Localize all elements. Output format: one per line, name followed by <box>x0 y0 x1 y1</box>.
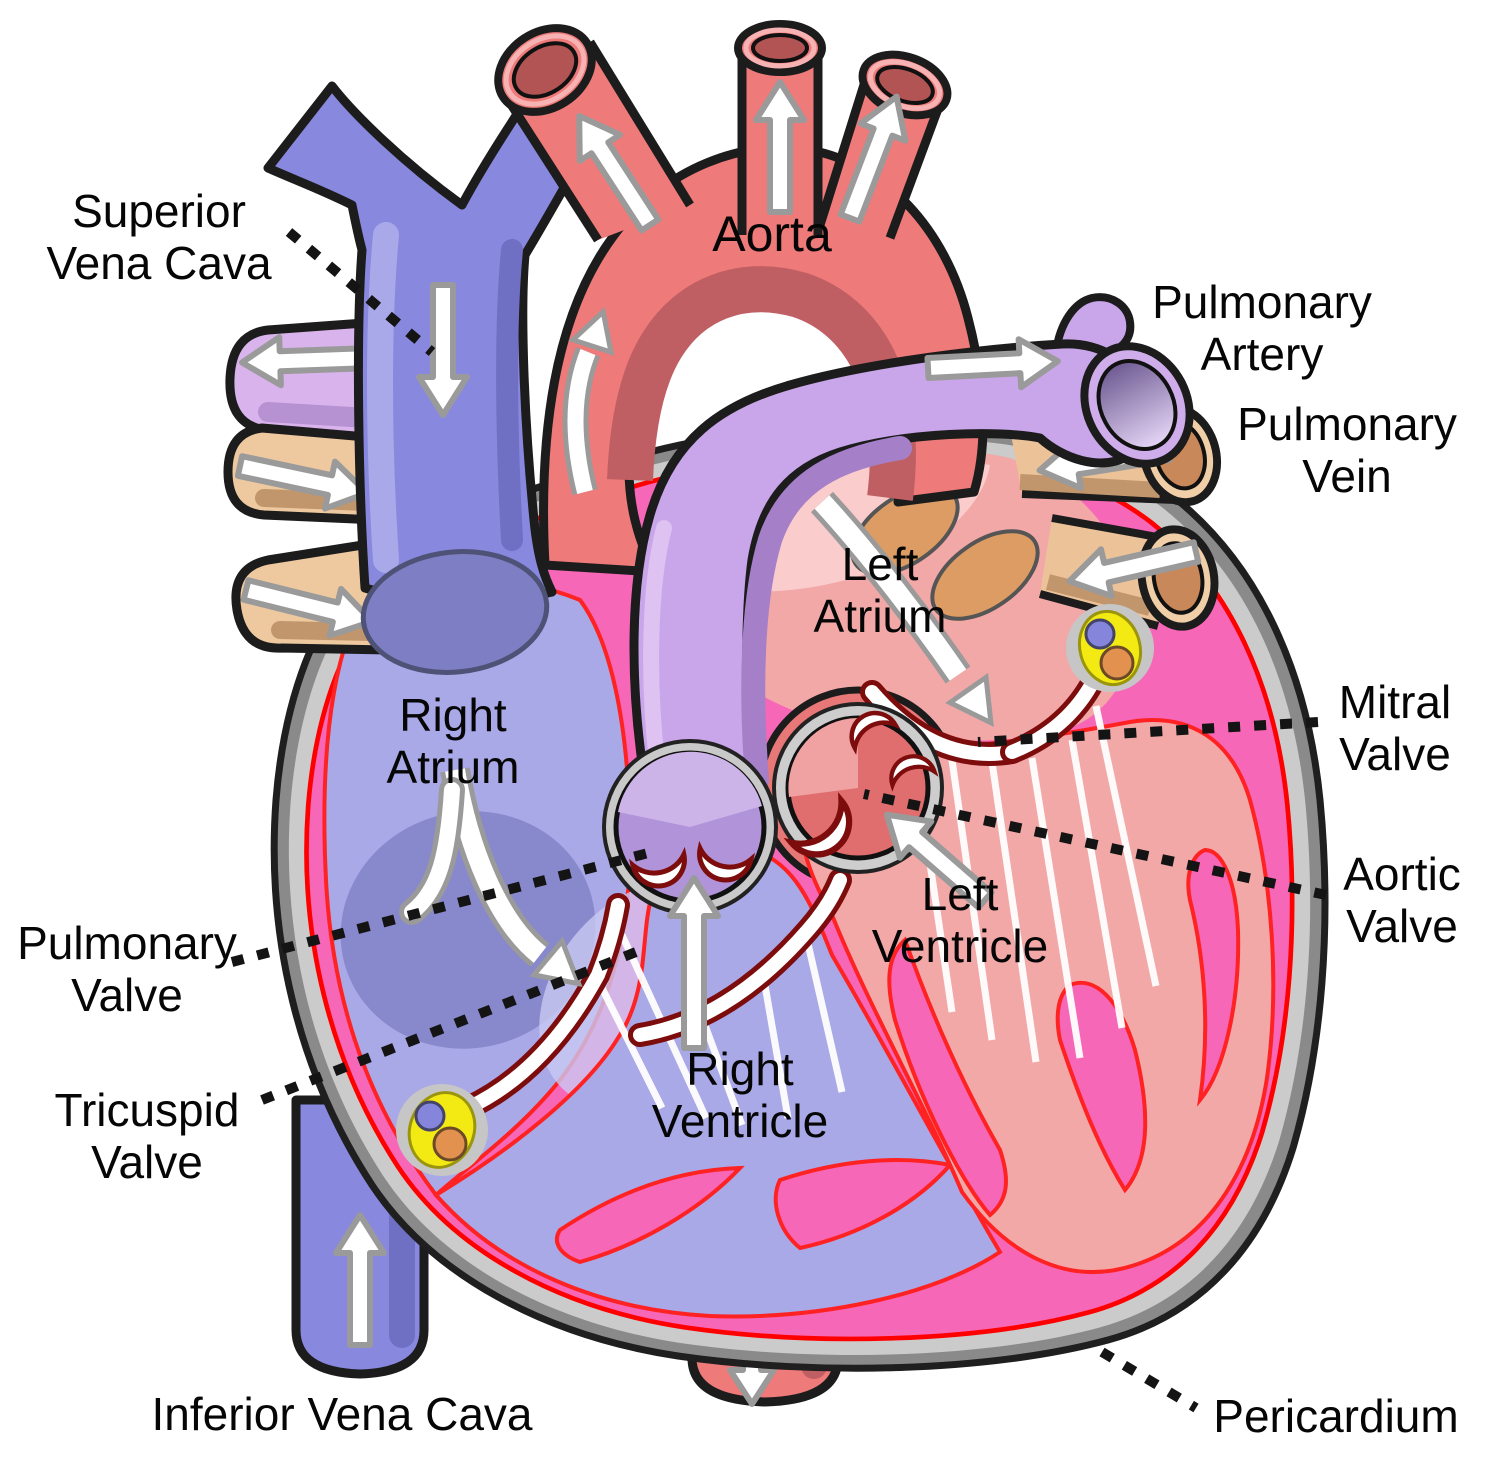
label-left-ventricle: Left Ventricle <box>871 868 1049 972</box>
label-pulmonary-valve: Pulmonary Valve <box>17 917 237 1021</box>
label-right-atrium: Right Atrium <box>386 689 520 793</box>
svc-ostium <box>360 549 550 675</box>
papillary-groove <box>887 936 1008 1218</box>
pulmonary-vein-ostium <box>930 529 1040 621</box>
label-aortic-valve: Aortic Valve <box>1343 848 1461 952</box>
blood-flow-arrows <box>399 491 1009 988</box>
label-pulmonary-vein: Pulmonary Vein <box>1237 398 1457 502</box>
pulmonary-artery-vessel <box>629 293 1194 805</box>
papillary-groove <box>1186 847 1241 1107</box>
right-ventricle-chamber <box>432 844 1003 1319</box>
label-left-atrium: Left Atrium <box>813 538 947 642</box>
label-tricuspid-valve: Tricuspid Valve <box>54 1084 240 1188</box>
label-superior-vena-cava: Superior Vena Cava <box>46 185 272 289</box>
trabeculae <box>773 1158 954 1251</box>
label-aorta: Aorta <box>712 205 832 262</box>
label-pericardium: Pericardium <box>1213 1390 1459 1443</box>
leader-mitral-valve <box>977 717 1319 747</box>
label-inferior-vena-cava: Inferior Vena Cava <box>151 1388 533 1441</box>
leader-superior-vena-cava <box>285 228 436 356</box>
label-mitral-valve: Mitral Valve <box>1338 676 1452 780</box>
leader-pericardium <box>1099 1347 1199 1413</box>
superior-vena-cava-vessel <box>263 61 617 606</box>
label-right-ventricle: Right Ventricle <box>651 1043 829 1147</box>
leader-aortic-valve <box>862 789 1328 900</box>
node-marker <box>396 1084 488 1176</box>
left-pulmonary-veins <box>223 423 393 655</box>
label-pulmonary-artery: Pulmonary Artery <box>1152 276 1372 380</box>
node-marker <box>1066 604 1154 692</box>
leader-pulmonary-valve <box>230 847 654 967</box>
leader-lines <box>230 228 1328 1413</box>
chordae-tendineae <box>594 705 1160 1127</box>
left-pulmonary-artery-branch <box>225 317 383 445</box>
trabeculae <box>554 1165 745 1265</box>
